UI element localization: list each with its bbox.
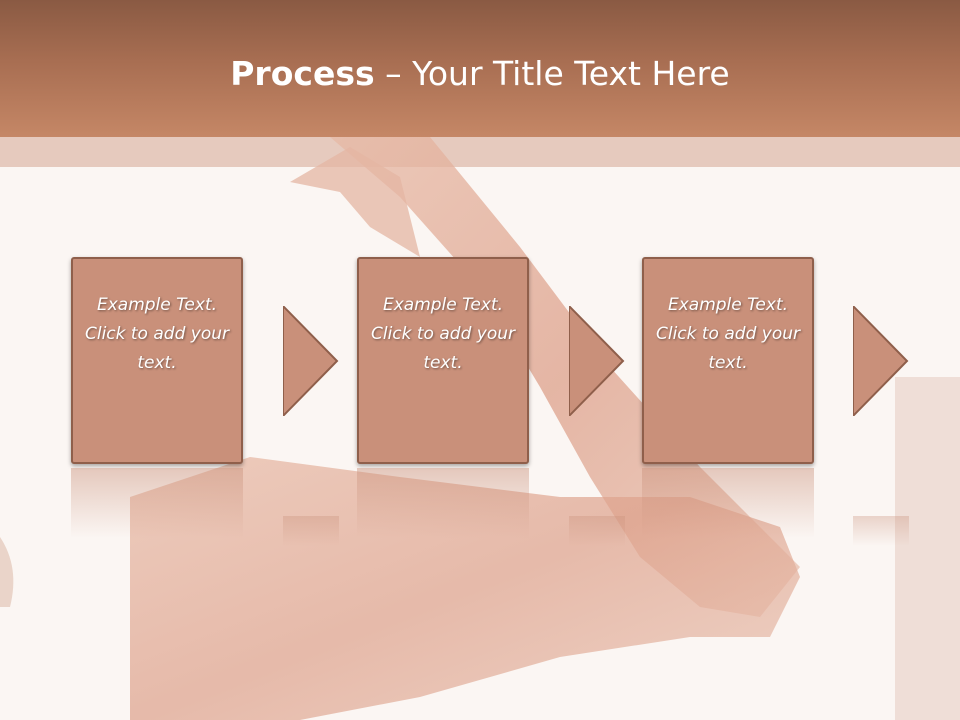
- process-step-3-text[interactable]: Example Text. Click to add your text.: [655, 295, 800, 373]
- title-header-bar: [0, 0, 960, 137]
- process-step-3[interactable]: Example Text. Click to add your text.: [642, 257, 814, 464]
- background-anatomy-image: [0, 137, 960, 720]
- slide-title[interactable]: Process – Your Title Text Here: [0, 52, 960, 96]
- process-step-1-reflection: [71, 468, 243, 538]
- title-bold-text: Process: [230, 54, 375, 93]
- arrow-reflection: [569, 516, 625, 546]
- right-arrow-icon: [283, 306, 339, 416]
- process-step-2-text[interactable]: Example Text. Click to add your text.: [370, 295, 515, 373]
- arrow-reflection: [283, 516, 339, 546]
- header-band: [0, 137, 960, 167]
- process-step-1[interactable]: Example Text. Click to add your text.: [71, 257, 243, 464]
- right-arrow-icon: [853, 306, 909, 416]
- process-step-3-reflection: [642, 468, 814, 538]
- right-arrow-icon: [569, 306, 625, 416]
- arrow-reflection: [853, 516, 909, 546]
- process-step-2[interactable]: Example Text. Click to add your text.: [357, 257, 529, 464]
- process-step-1-text[interactable]: Example Text. Click to add your text.: [84, 295, 229, 373]
- process-step-2-reflection: [357, 468, 529, 538]
- title-rest-text: – Your Title Text Here: [374, 54, 730, 93]
